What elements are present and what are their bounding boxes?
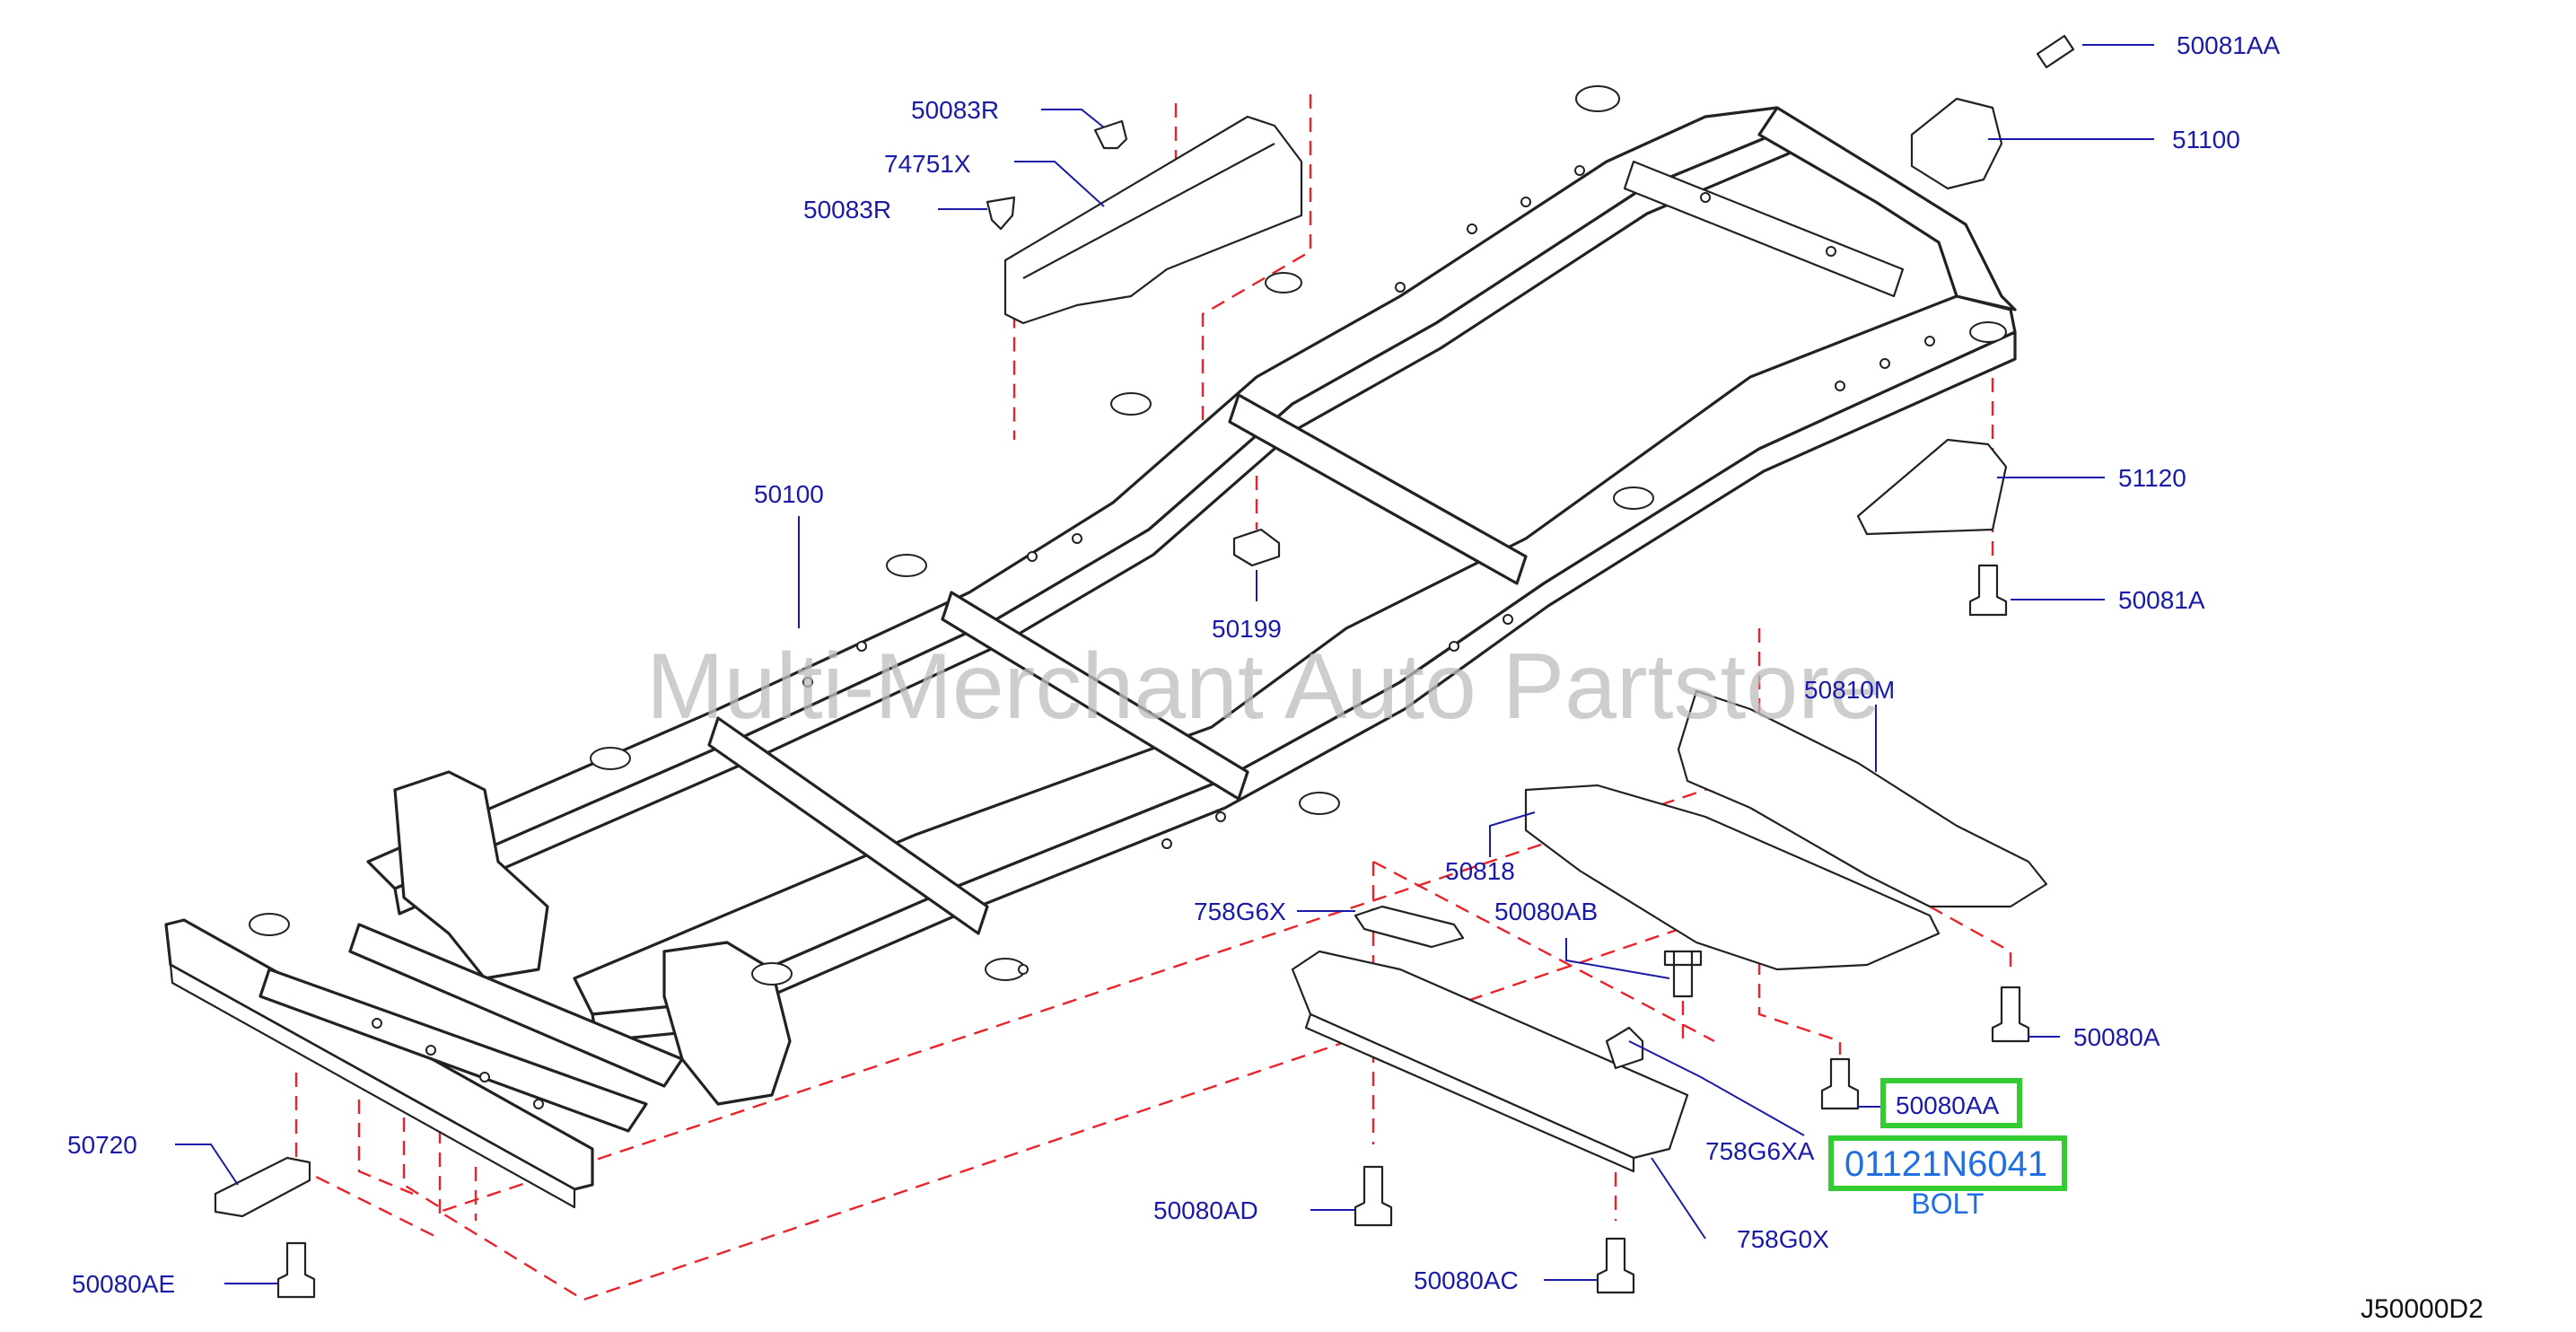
label-758G6X[interactable]: 758G6X bbox=[1194, 898, 1286, 925]
bracket-51100 bbox=[1910, 97, 2003, 190]
skid-plate-758G0X-face bbox=[1304, 1012, 1635, 1173]
bolt-50080AC bbox=[1596, 1237, 1635, 1294]
mount-pad-50199 bbox=[1232, 528, 1281, 567]
under-cover-50818 bbox=[1524, 784, 1941, 971]
guide-50720-b bbox=[357, 1100, 414, 1196]
bolt-50080A bbox=[1991, 986, 2030, 1043]
label-50100[interactable]: 50100 bbox=[754, 480, 824, 508]
bolt-50080AE bbox=[276, 1241, 316, 1299]
frame-holes bbox=[372, 165, 1935, 1109]
part-labels: 50081AA 51100 50083R 74751X 50083R 50100… bbox=[67, 31, 2281, 1298]
under-cover-50810M bbox=[1677, 689, 2048, 908]
guide-50080AA bbox=[1757, 960, 1842, 1055]
front-lower-crossmember bbox=[348, 923, 684, 1088]
bracket-758G6XA bbox=[1605, 1026, 1644, 1070]
label-50083R-mid[interactable]: 50083R bbox=[803, 196, 891, 223]
label-51100[interactable]: 51100 bbox=[2172, 126, 2240, 153]
label-758G6XA[interactable]: 758G6XA bbox=[1705, 1137, 1815, 1165]
guide-crossmember-top bbox=[1372, 860, 1715, 1043]
front-right-tower bbox=[662, 941, 792, 1106]
chassis-frame bbox=[164, 85, 2017, 1209]
label-74751X[interactable]: 74751X bbox=[884, 150, 971, 178]
clip-50083R-mid bbox=[986, 196, 1016, 231]
label-50818[interactable]: 50818 bbox=[1445, 857, 1515, 885]
guide-shield-right bbox=[1201, 94, 1312, 435]
highlight-part-box bbox=[1828, 1135, 2067, 1191]
label-50081AA[interactable]: 50081AA bbox=[2177, 31, 2281, 59]
front-bumper-face bbox=[169, 963, 576, 1209]
bracket-50720 bbox=[214, 1156, 311, 1218]
label-50080AC[interactable]: 50080AC bbox=[1414, 1266, 1519, 1294]
label-50083R-top[interactable]: 50083R bbox=[911, 96, 999, 124]
clip-50083R-top bbox=[1093, 119, 1128, 150]
label-50080AD[interactable]: 50080AD bbox=[1153, 1196, 1258, 1224]
label-50080A[interactable]: 50080A bbox=[2073, 1023, 2160, 1051]
label-50720[interactable]: 50720 bbox=[67, 1131, 137, 1159]
label-758G0X[interactable]: 758G0X bbox=[1737, 1225, 1829, 1253]
front-crossmember bbox=[258, 968, 648, 1133]
bracket-51120 bbox=[1856, 438, 2008, 536]
bracket-758G6X bbox=[1354, 905, 1465, 949]
highlight-part-number-text[interactable]: 01121N6041 bbox=[1844, 1144, 2047, 1184]
heat-shield-ridge bbox=[1022, 143, 1275, 279]
mid-crossmember-3 bbox=[707, 716, 989, 935]
label-50199[interactable]: 50199 bbox=[1212, 615, 1282, 643]
highlight-part-description: BOLT bbox=[1911, 1187, 1984, 1220]
bolts bbox=[276, 119, 2030, 1299]
highlight-50080AA-box bbox=[1880, 1078, 2022, 1128]
body-mounts bbox=[249, 85, 2007, 986]
bolt-50081A bbox=[1968, 564, 2008, 617]
heat-shield-74751X bbox=[1003, 115, 1303, 325]
bolt-50080AA bbox=[1820, 1057, 1860, 1110]
label-50810M[interactable]: 50810M bbox=[1804, 676, 1895, 704]
watermark-text: Multi-Merchant Auto Partstore bbox=[646, 635, 1881, 739]
mid-crossmember-2 bbox=[941, 591, 1249, 801]
label-50081A[interactable]: 50081A bbox=[2118, 586, 2205, 614]
label-51120[interactable]: 51120 bbox=[2118, 464, 2186, 492]
left-rail-side-face bbox=[591, 330, 2017, 1043]
guide-50720-c bbox=[402, 1117, 441, 1209]
label-50080AE[interactable]: 50080AE bbox=[72, 1270, 175, 1298]
diagram-reference: J50000D2 bbox=[2361, 1294, 2484, 1324]
bolt-50080AB bbox=[1663, 950, 1703, 998]
label-50080AB[interactable]: 50080AB bbox=[1494, 898, 1598, 925]
rear-crossmember-brace bbox=[1623, 160, 1905, 298]
front-left-tower bbox=[393, 770, 549, 980]
label-50080AA[interactable]: 50080AA bbox=[1896, 1091, 2000, 1119]
highlight-50080AA[interactable]: 50080AA bbox=[1880, 1078, 2022, 1128]
highlight-part-number[interactable]: 01121N6041 BOLT bbox=[1828, 1135, 2067, 1220]
rear-crossmember bbox=[1757, 106, 2017, 311]
mid-crossmember-1 bbox=[1228, 393, 1528, 585]
bolt-50081AA bbox=[2036, 34, 2075, 69]
guide-50080A bbox=[1929, 905, 2012, 969]
bolt-50080AD bbox=[1354, 1165, 1393, 1227]
